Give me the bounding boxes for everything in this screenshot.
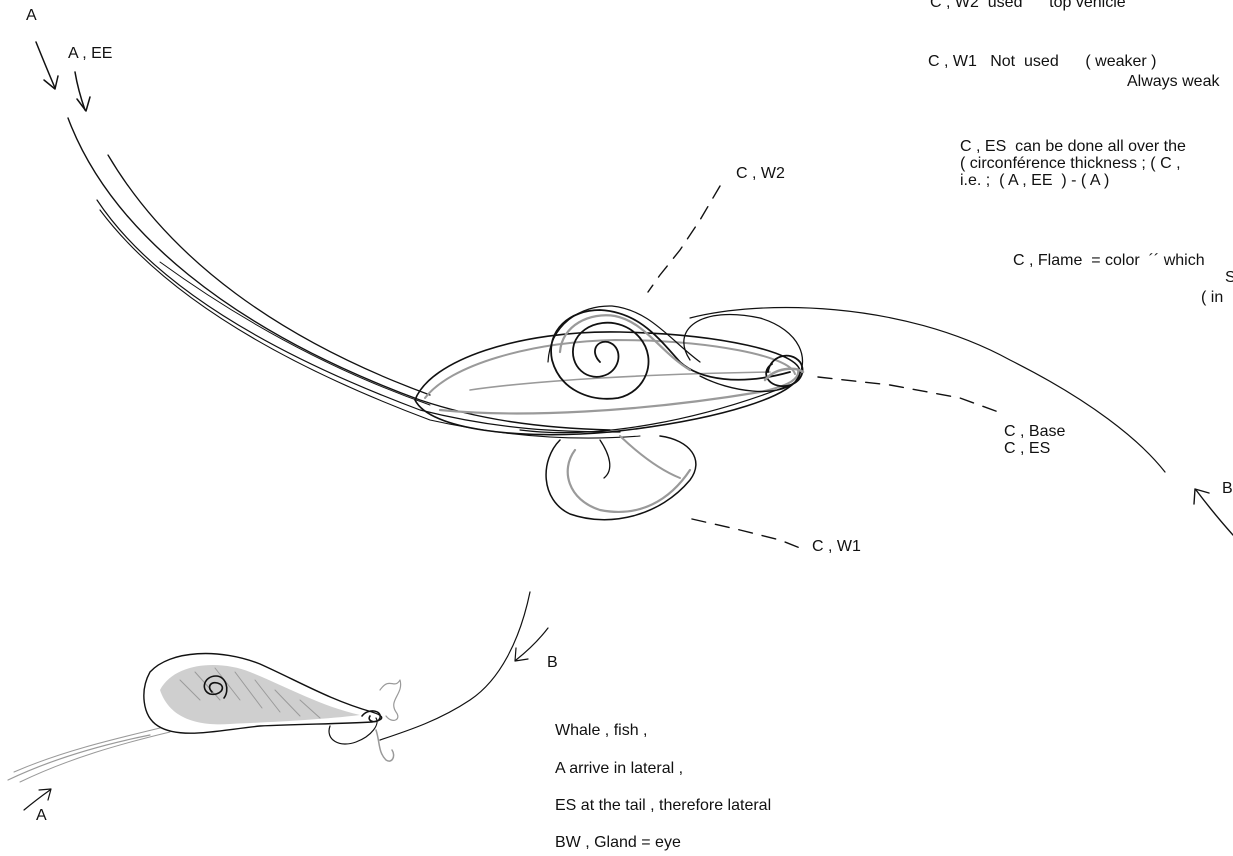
label-b-small: B <box>547 654 558 672</box>
arrow-a-top <box>36 42 58 89</box>
leader-c-w1 <box>692 519 800 548</box>
note-es-done: C , ES can be done all over the <box>960 139 1186 155</box>
leader-c-base <box>818 377 1004 414</box>
fish-sketch <box>8 592 530 782</box>
note-flame: C , Flame = color ´´ which <box>1013 253 1205 269</box>
caption-line-4: BW , Gland = eye <box>555 834 681 852</box>
label-c-base: C , Base <box>1004 423 1065 441</box>
label-b-right: B <box>1222 480 1233 498</box>
caption-line-1: Whale , fish , <box>555 722 647 740</box>
label-c-w1: C , W1 <box>812 538 861 556</box>
note-circonference: ( circonférence thickness ; ( C , <box>960 156 1181 172</box>
main-body-sketch <box>415 306 803 520</box>
incoming-flow-strokes <box>68 118 640 438</box>
label-c-es: C , ES <box>1004 440 1050 458</box>
note-s: S <box>1225 270 1233 286</box>
label-a-ee: A , EE <box>68 45 112 63</box>
note-w1-not-used: C , W1 Not used ( weaker ) <box>928 54 1157 70</box>
caption-line-3: ES at the tail , therefore lateral <box>555 797 771 815</box>
note-ie: i.e. ; ( A , EE ) - ( A ) <box>960 173 1109 189</box>
leader-c-w2 <box>648 186 720 292</box>
note-w2-used: C , W2 used top vehicle <box>930 0 1126 11</box>
label-a-top: A <box>26 7 37 25</box>
label-a-small: A <box>36 807 47 825</box>
note-always-weak: Always weak <box>1127 74 1219 90</box>
arrow-a-ee <box>75 72 90 111</box>
label-c-w2: C , W2 <box>736 165 785 183</box>
incoming-b-arc <box>690 308 1165 472</box>
caption-line-2: A arrive in lateral , <box>555 760 683 778</box>
note-in: ( in <box>1201 290 1223 306</box>
arrow-b-small <box>515 628 548 661</box>
